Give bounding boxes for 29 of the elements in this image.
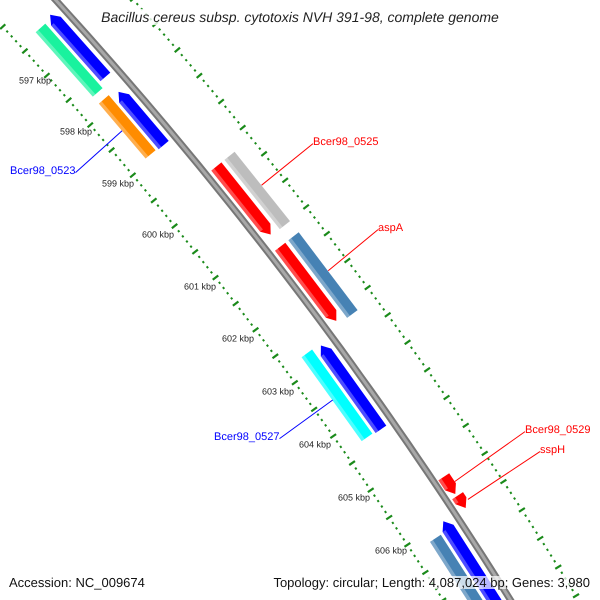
scale-label: 600 kbp [142, 230, 174, 240]
scale-label: 597 kbp [18, 76, 52, 86]
leader-line [467, 451, 540, 500]
gene-bar [288, 232, 358, 318]
gene-label: Bcer98_0527 [214, 432, 280, 443]
scale-label: 605 kbp [338, 494, 370, 502]
scale-label: 602 kbp [222, 334, 254, 344]
scale-label: 601 kbp [184, 282, 216, 292]
gene-bar [452, 492, 466, 508]
leader-line [261, 143, 314, 186]
gene-label: Bcer98_0525 [313, 137, 378, 148]
gene-bar [302, 350, 372, 442]
gene-label: sspH [540, 445, 566, 456]
leader-line [454, 431, 526, 482]
scale-label: 599 kbp [102, 180, 134, 188]
diagram-title: Bacillus cereus subsp. cytotoxis NVH 391-98, complete genome [101, 9, 499, 25]
gene-label: Bcer98_0523 [10, 166, 76, 177]
gene-bar [98, 95, 156, 158]
footer-text: Accession: NC_009674 [9, 576, 145, 589]
gene-label: Bcer98_0529 [525, 425, 590, 436]
leader-line [328, 229, 378, 272]
scale-label: 606 kbp [374, 546, 408, 556]
leader-line [279, 400, 334, 440]
footer-text: Topology: circular; Length: 4,087,024 bp; Genes: 3,980 [273, 576, 590, 589]
gene-label: aspA [378, 223, 404, 234]
scale-label: 604 kbp [298, 440, 332, 450]
gene-bar [438, 473, 456, 494]
gene-bar [224, 152, 290, 230]
leader-line [75, 130, 123, 174]
